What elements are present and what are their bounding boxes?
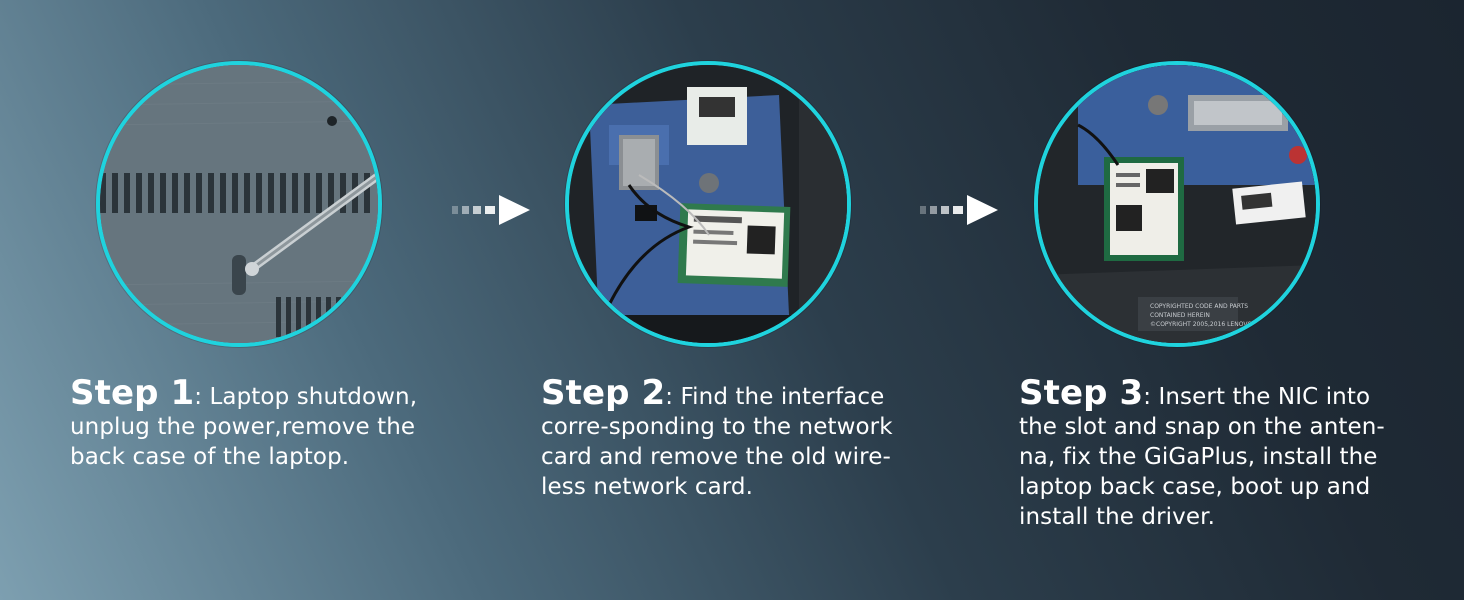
step-2-description: : Find the interface corre-sponding to t… [541, 384, 893, 500]
step-2-text: Step 2: Find the interface corre-spondin… [541, 376, 911, 502]
copyright-line-3: ©COPYRIGHT 2005,2016 LENOVO [1150, 321, 1252, 328]
motherboard-new-card-image: COPYRIGHTED CODE AND PARTS CONTAINED HER… [1038, 65, 1316, 343]
laptop-back-case-image [100, 65, 378, 343]
step-2-title: Step 2 [541, 373, 666, 413]
step-1-title: Step 1 [70, 373, 195, 413]
arrow-right-icon [452, 193, 532, 231]
step-2-photo [565, 61, 851, 347]
copyright-line-1: COPYRIGHTED CODE AND PARTS [1150, 303, 1248, 310]
step-3-text: Step 3: Insert the NIC into the slot and… [1019, 376, 1389, 532]
step-1-text: Step 1: Laptop shutdown, unplug the powe… [70, 376, 440, 472]
copyright-line-2: CONTAINED HEREIN [1150, 312, 1210, 319]
step-3-description: : Insert the NIC into the slot and snap … [1019, 384, 1385, 530]
step-3-photo: COPYRIGHTED CODE AND PARTS CONTAINED HER… [1034, 61, 1320, 347]
step-1-description: : Laptop shutdown, unplug the power,remo… [70, 384, 418, 470]
step-3-title: Step 3 [1019, 373, 1144, 413]
arrow-right-icon [920, 193, 1000, 231]
motherboard-old-card-image [569, 65, 847, 343]
step-1-photo [96, 61, 382, 347]
